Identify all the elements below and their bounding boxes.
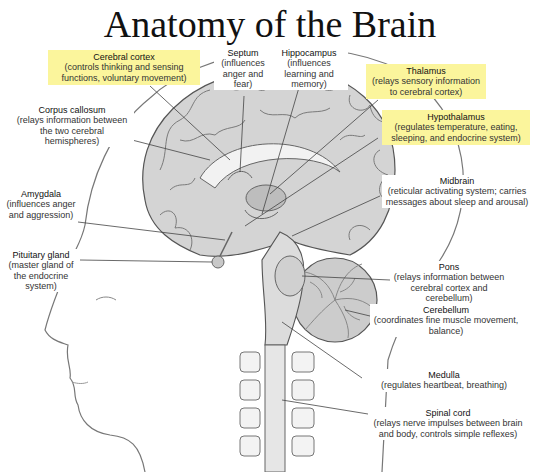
part-name: Pons	[392, 262, 506, 272]
label-group: Hippocampus(influences learning and memo…	[270, 47, 348, 90]
part-description: (controls thinking and sensing functions…	[52, 62, 196, 83]
highlight-box: Cerebral cortex(controls thinking and se…	[48, 50, 200, 85]
label-group: Midbrain(reticular activating system; ca…	[382, 175, 532, 208]
part-description: (influences learning and memory)	[272, 58, 346, 89]
label-group: Spinal cord(relays nerve impulses betwee…	[368, 407, 528, 440]
label-group: Cerebellum(coordinates fine muscle movem…	[370, 304, 522, 337]
part-description: (coordinates fine muscle movement, balan…	[372, 315, 520, 336]
part-name: Spinal cord	[370, 408, 526, 418]
part-name: Corpus callosum	[12, 105, 132, 115]
label-group: Amygdala(influences anger and aggression…	[4, 188, 78, 221]
part-description: (relays information between cerebral cor…	[392, 272, 506, 303]
part-name: Amygdala	[6, 189, 76, 199]
part-name: Medulla	[364, 370, 524, 380]
diagram-title: Anatomy of the Brain	[0, 2, 540, 46]
part-name: Midbrain	[384, 176, 530, 186]
label-group: Medulla(regulates heartbeat, breathing)	[362, 369, 526, 392]
part-name: Cerebellum	[372, 305, 520, 315]
part-description: (regulates heartbeat, breathing)	[364, 380, 524, 390]
part-description: (master gland of the endocrine system)	[4, 260, 78, 291]
label-group: Pituitary gland(master gland of the endo…	[2, 249, 80, 292]
part-name: Pituitary gland	[4, 250, 78, 260]
part-name: Hypothalamus	[386, 112, 526, 122]
part-name: Septum	[216, 48, 270, 58]
part-name: Thalamus	[370, 66, 482, 76]
part-description: (relays information between the two cere…	[12, 115, 132, 146]
part-description: (reticular activating system; carries me…	[384, 186, 530, 207]
part-description: (relays nerve impulses between brain and…	[370, 418, 526, 439]
part-description: (regulates temperature, eating, sleeping…	[386, 122, 526, 143]
part-description: (influences anger and aggression)	[6, 199, 76, 220]
label-group: Septum(influences anger and fear)	[214, 47, 272, 90]
label-group: Corpus callosum(relays information betwe…	[10, 104, 134, 147]
part-name: Cerebral cortex	[52, 52, 196, 62]
part-name: Hippocampus	[272, 48, 346, 58]
highlight-box: Hypothalamus(regulates temperature, eati…	[382, 110, 530, 145]
label-group: Pons(relays information between cerebral…	[390, 261, 508, 304]
part-description: (influences anger and fear)	[216, 58, 270, 89]
part-description: (relays sensory information to cerebral …	[370, 76, 482, 97]
highlight-box: Thalamus(relays sensory information to c…	[366, 64, 486, 99]
